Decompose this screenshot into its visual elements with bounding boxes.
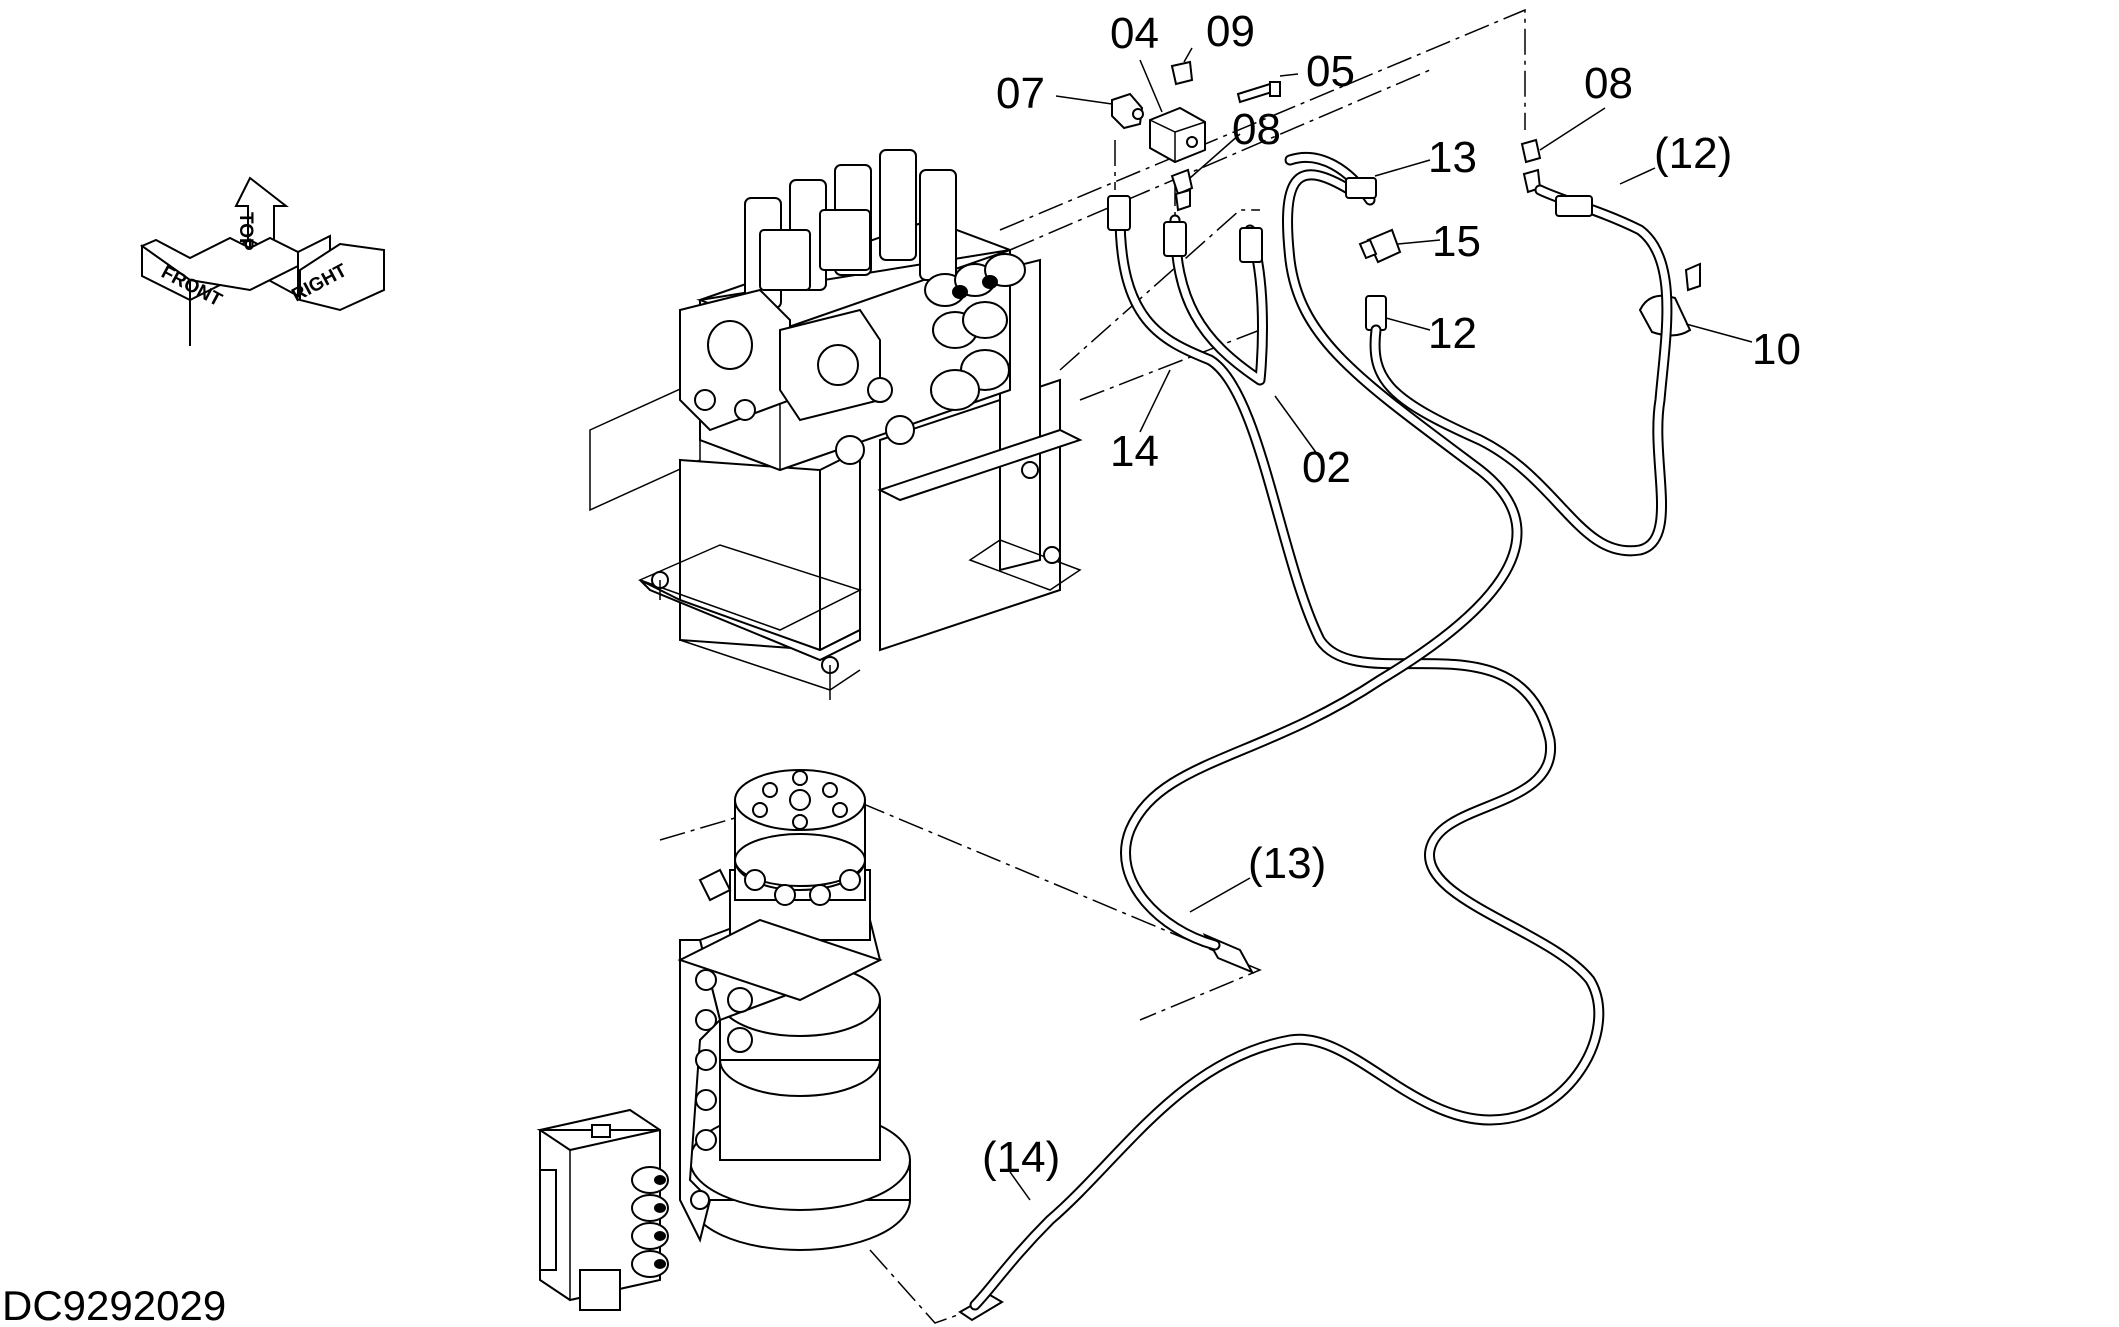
- callout-02: 02: [1302, 443, 1351, 492]
- control-valve-assembly: [589, 149, 1083, 700]
- callout-09: 09: [1206, 7, 1255, 56]
- callout-08: 08: [1232, 105, 1281, 154]
- callout-10: 10: [1752, 325, 1801, 374]
- document-id: DC9292029: [2, 1282, 226, 1327]
- orientation-indicator: TOP FRONT RIGHT: [139, 176, 385, 346]
- callout-15: 15: [1432, 217, 1481, 266]
- callout-07: 07: [996, 69, 1045, 118]
- orientation-top-label: TOP: [235, 212, 256, 251]
- callout-04: 04: [1110, 9, 1159, 58]
- callout-05: 05: [1306, 47, 1355, 96]
- callout-12: 12: [1428, 309, 1477, 358]
- callout-08-right: 08: [1584, 59, 1633, 108]
- callout-13: 13: [1428, 133, 1477, 182]
- callout-14-parenthesized: (14): [982, 1133, 1060, 1182]
- solenoid-valve-stack: [536, 1108, 669, 1311]
- swivel-joint: [677, 769, 911, 1251]
- hose-12: [1369, 184, 1673, 557]
- callout-13-parenthesized: (13): [1248, 839, 1326, 888]
- fittings: [958, 60, 1701, 1322]
- part-09-plug: [1170, 60, 1194, 86]
- part-04-block: [1149, 106, 1206, 164]
- callout-12-parenthesized: (12): [1654, 129, 1732, 178]
- callout-labels: 04 09 07 05 08 08 (12) 13 15 12 10 14 02…: [982, 7, 1801, 1182]
- callout-leaders: [1009, 47, 1753, 1201]
- part-08-right-fitting: [1520, 138, 1542, 164]
- hose-14: [969, 209, 1605, 1311]
- part-08-fitting: [1170, 168, 1194, 196]
- part-07-elbow: [1111, 92, 1144, 130]
- part-05-bolt: [1236, 82, 1274, 104]
- hose-routing: [969, 151, 1673, 1311]
- callout-14: 14: [1110, 427, 1159, 476]
